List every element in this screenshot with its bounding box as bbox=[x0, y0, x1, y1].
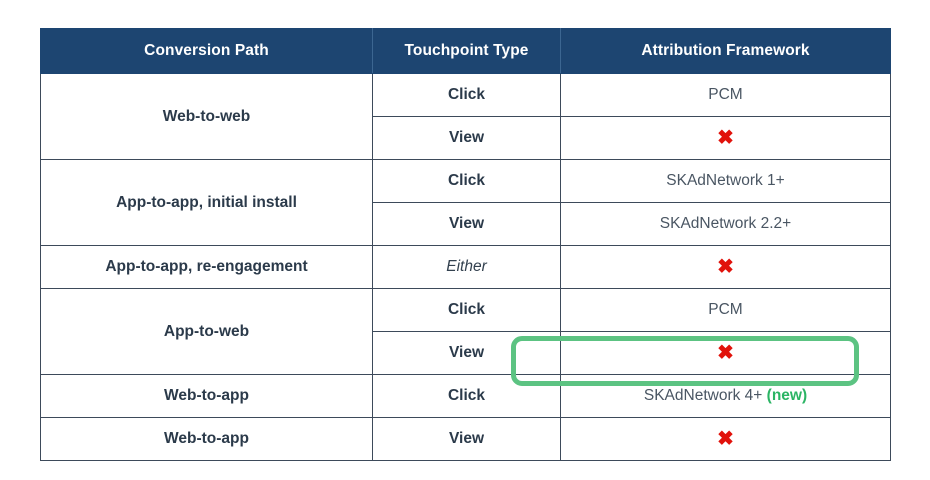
table-header: Conversion Path Touchpoint Type Attribut… bbox=[40, 28, 891, 74]
column-header-conversion-path: Conversion Path bbox=[40, 28, 373, 74]
cell-attribution-framework: SKAdNetwork 1+ bbox=[560, 159, 891, 203]
cell-conversion-path: App-to-app, initial install bbox=[40, 159, 373, 246]
column-header-attribution-framework: Attribution Framework bbox=[560, 28, 891, 74]
cell-attribution-framework-unsupported-x-icon: ✖ bbox=[560, 116, 891, 160]
cell-conversion-path: Web-to-web bbox=[40, 73, 373, 160]
table-row: View✖ bbox=[41, 116, 891, 160]
cell-attribution-framework: SKAdNetwork 4+ (new) bbox=[560, 374, 891, 418]
cell-touchpoint-type: Click bbox=[372, 288, 561, 332]
cell-touchpoint-type: View bbox=[372, 116, 561, 160]
attribution-table-wrapper: Conversion Path Touchpoint Type Attribut… bbox=[40, 28, 891, 461]
cell-touchpoint-type: Either bbox=[372, 245, 561, 289]
cell-touchpoint-type: View bbox=[372, 202, 561, 246]
cell-attribution-framework: PCM bbox=[560, 288, 891, 332]
attribution-framework-table: Conversion Path Touchpoint Type Attribut… bbox=[40, 28, 891, 461]
cell-conversion-path: App-to-web bbox=[40, 288, 373, 375]
cell-touchpoint-type: View bbox=[372, 417, 561, 461]
cell-touchpoint-type: Click bbox=[372, 374, 561, 418]
cell-attribution-framework-unsupported-x-icon: ✖ bbox=[560, 417, 891, 461]
cell-attribution-framework: PCM bbox=[560, 73, 891, 117]
header-row: Conversion Path Touchpoint Type Attribut… bbox=[40, 28, 891, 74]
new-badge: (new) bbox=[766, 387, 808, 404]
cell-attribution-framework: SKAdNetwork 2.2+ bbox=[560, 202, 891, 246]
cell-conversion-path: Web-to-app bbox=[40, 417, 373, 461]
cell-touchpoint-type: Click bbox=[372, 73, 561, 117]
cell-conversion-path: App-to-app, re-engagement bbox=[40, 245, 373, 289]
cell-touchpoint-type: View bbox=[372, 331, 561, 375]
cell-conversion-path: Web-to-app bbox=[40, 374, 373, 418]
cell-attribution-framework-unsupported-x-icon: ✖ bbox=[560, 245, 891, 289]
framework-name: SKAdNetwork 4+ bbox=[643, 387, 763, 404]
cell-attribution-framework-unsupported-x-icon: ✖ bbox=[560, 331, 891, 375]
column-header-touchpoint-type: Touchpoint Type bbox=[372, 28, 561, 74]
cell-touchpoint-type: Click bbox=[372, 159, 561, 203]
